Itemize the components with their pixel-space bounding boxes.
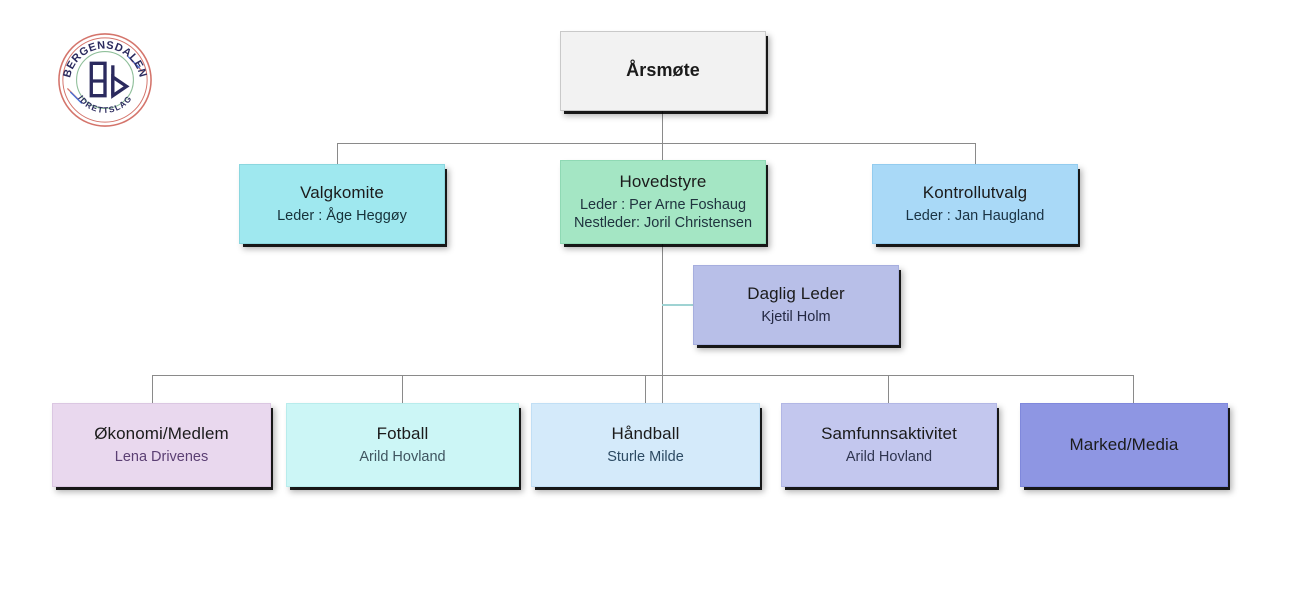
connector-drop-valgkomite [337, 143, 338, 165]
node-fotball-person: Arild Hovland [359, 449, 446, 466]
node-hovedstyre-title: Hovedstyre [619, 172, 707, 192]
connector-drop-samfunn [888, 375, 889, 403]
node-samfunnsaktivitet-title: Samfunnsaktivitet [821, 424, 957, 444]
connector-level3-bus [152, 375, 1133, 376]
node-valgkomite[interactable]: Valgkomite Leder : Åge Heggøy [239, 164, 445, 244]
node-handball[interactable]: Håndball Sturle Milde [531, 403, 760, 487]
node-marked-media[interactable]: Marked/Media [1020, 403, 1228, 487]
connector-drop-hovedstyre [662, 143, 663, 160]
node-fotball-title: Fotball [376, 424, 429, 444]
node-okonomi-medlem-person: Lena Drivenes [114, 449, 209, 466]
node-handball-title: Håndball [611, 424, 680, 444]
bergensdalen-idrettslag-logo: BERGENSDALEN IDRETTSLAG [56, 31, 154, 129]
connector-drop-kontrollutvalg [975, 143, 976, 165]
node-kontrollutvalg-leader: Leder : Jan Haugland [905, 208, 1045, 225]
connector-hovedstyre-stem [662, 244, 663, 403]
node-hovedstyre[interactable]: Hovedstyre Leder : Per Arne Foshaug Nest… [560, 160, 766, 244]
connector-drop-fotball [402, 375, 403, 403]
connector-arsmote-stem [662, 111, 663, 144]
connector-branch-daglig-leder [662, 304, 693, 306]
connector-level1-bus [337, 143, 975, 144]
node-valgkomite-leader: Leder : Åge Heggøy [277, 208, 407, 225]
node-valgkomite-title: Valgkomite [300, 183, 384, 203]
node-daglig-leder-title: Daglig Leder [747, 284, 845, 304]
node-arsmote[interactable]: Årsmøte [560, 31, 766, 111]
node-arsmote-title: Årsmøte [626, 60, 700, 81]
node-samfunnsaktivitet[interactable]: Samfunnsaktivitet Arild Hovland [781, 403, 997, 487]
node-hovedstyre-leader: Leder : Per Arne Foshaug [579, 196, 747, 213]
node-marked-media-title: Marked/Media [1069, 435, 1179, 455]
node-handball-person: Sturle Milde [607, 449, 684, 466]
node-okonomi-medlem[interactable]: Økonomi/Medlem Lena Drivenes [52, 403, 271, 487]
node-kontrollutvalg-title: Kontrollutvalg [922, 183, 1028, 203]
connector-drop-marked [1133, 375, 1134, 403]
node-okonomi-medlem-title: Økonomi/Medlem [94, 424, 229, 444]
node-kontrollutvalg[interactable]: Kontrollutvalg Leder : Jan Haugland [872, 164, 1078, 244]
connector-drop-okonomi [152, 375, 153, 403]
node-fotball[interactable]: Fotball Arild Hovland [286, 403, 519, 487]
connector-drop-handball [645, 375, 646, 403]
node-samfunnsaktivitet-person: Arild Hovland [845, 449, 933, 466]
node-daglig-leder-person: Kjetil Holm [761, 309, 831, 326]
node-hovedstyre-deputy: Nestleder: Joril Christensen [573, 215, 753, 232]
node-daglig-leder[interactable]: Daglig Leder Kjetil Holm [693, 265, 899, 345]
